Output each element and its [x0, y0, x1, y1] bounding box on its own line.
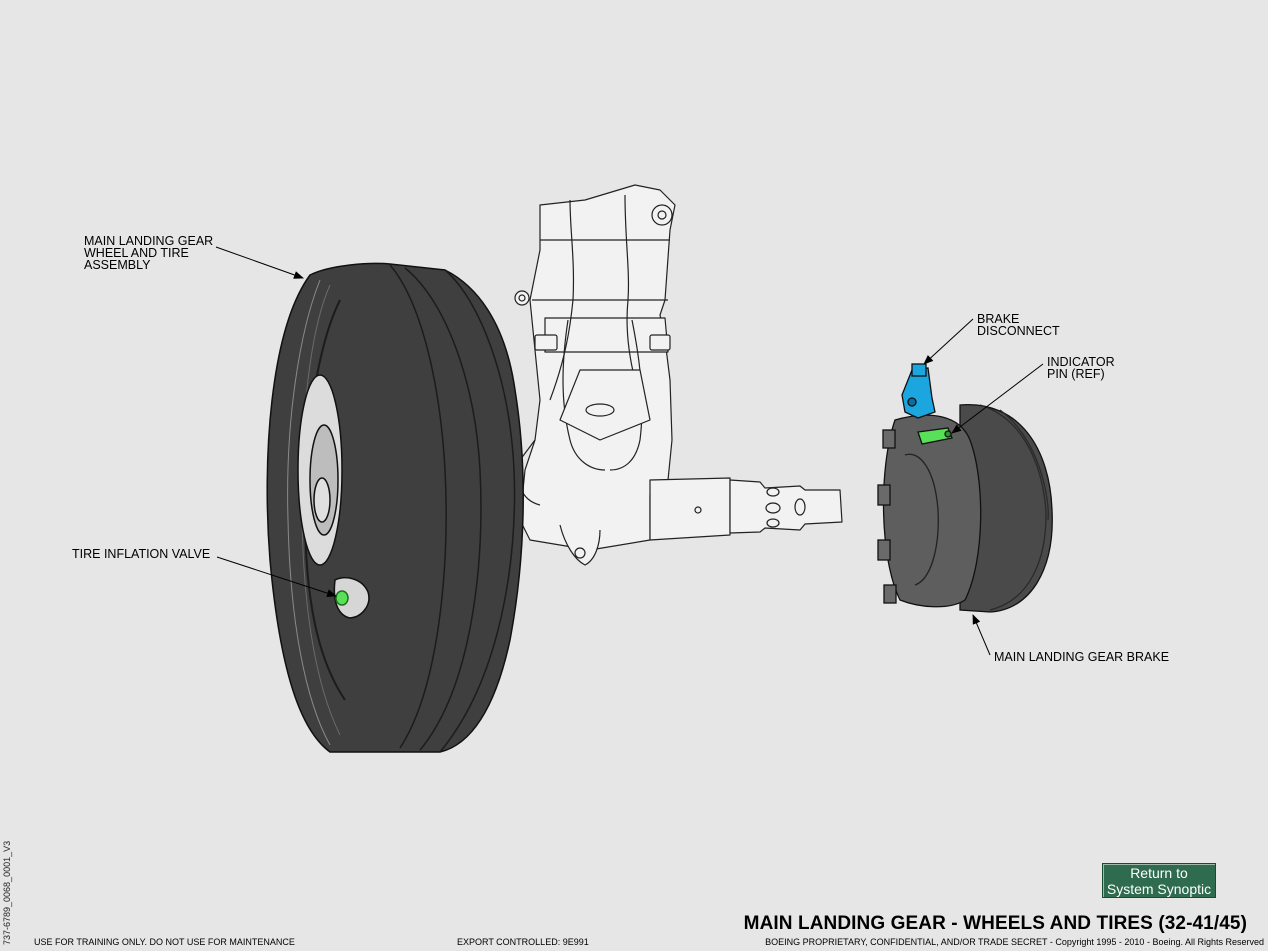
brake-disconnect-leader: [923, 318, 974, 365]
callout-tire-inflation-valve: TIRE INFLATION VALVE: [72, 547, 211, 561]
brake-leader: [972, 614, 991, 656]
inflation-valve-leader: [216, 556, 337, 597]
side-identifier: 737-6789_0068_0001_V3: [2, 840, 12, 945]
footer-training-notice: USE FOR TRAINING ONLY. DO NOT USE FOR MA…: [34, 937, 295, 947]
landing-gear-strut: [514, 184, 843, 566]
callout-indicator-pin: INDICATOR PIN (REF): [1047, 355, 1115, 381]
return-to-synoptic-button[interactable]: Return to System Synoptic: [1102, 863, 1216, 898]
page-title: MAIN LANDING GEAR - WHEELS AND TIRES (32…: [743, 913, 1247, 934]
wheel-tire-assembly: [266, 262, 524, 753]
callout-landing-gear-brake: MAIN LANDING GEAR BRAKE: [994, 650, 1170, 664]
callout-brake-disconnect: BRAKE DISCONNECT: [977, 312, 1060, 338]
footer-copyright: BOEING PROPRIETARY, CONFIDENTIAL, AND/OR…: [765, 937, 1264, 947]
footer-export-control: EXPORT CONTROLLED: 9E991: [457, 937, 589, 947]
indicator-pin-leader: [951, 363, 1044, 434]
callout-wheel-tire-assembly: MAIN LANDING GEAR WHEEL AND TIRE ASSEMBL…: [84, 234, 214, 272]
brake-assembly: [877, 363, 1053, 613]
callout-leaders: [215, 246, 1044, 656]
wheel-assembly-leader: [215, 246, 304, 279]
